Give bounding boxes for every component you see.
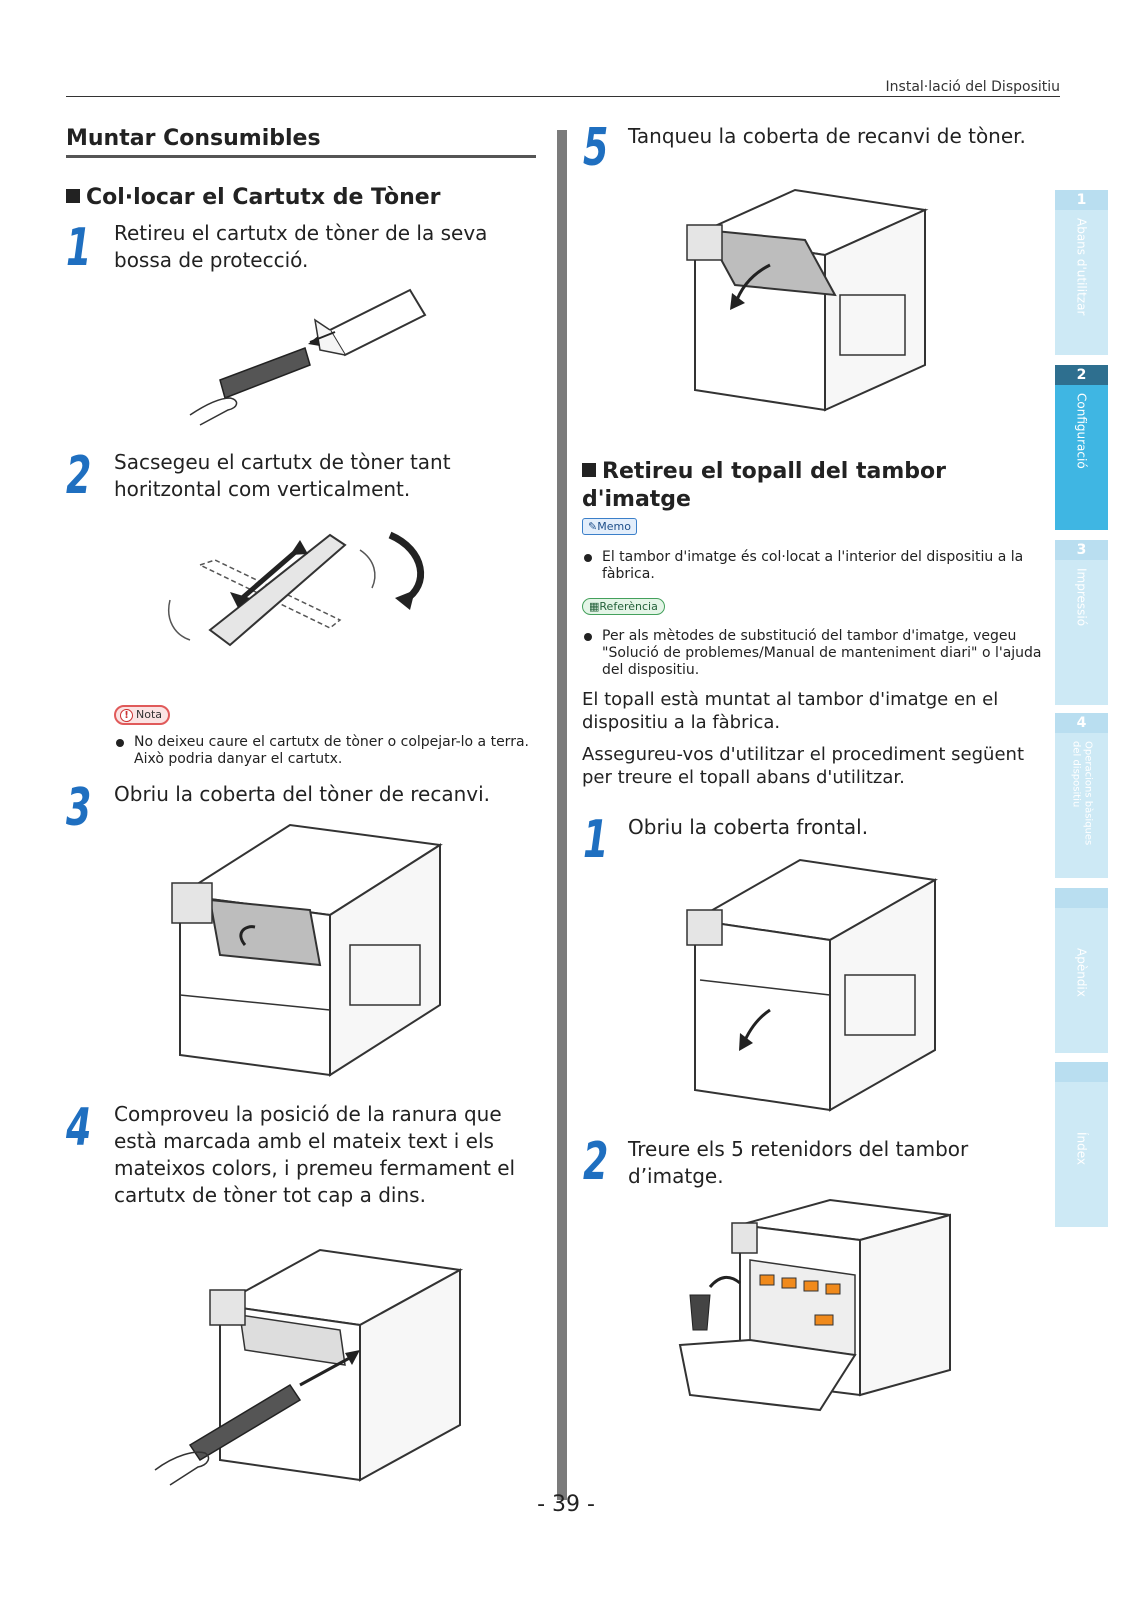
step-text: Obriu la coberta frontal. xyxy=(628,815,869,839)
step-text: Retireu el cartutx de tòner de la seva b… xyxy=(114,221,488,272)
section-rule xyxy=(66,155,536,158)
toner-unbag-illustration xyxy=(189,288,427,426)
side-tab-before-use[interactable]: 1 Abans d'utilitzar xyxy=(1055,190,1108,355)
printer-insert-toner-illustration xyxy=(154,1248,464,1486)
tab-number: 3 xyxy=(1055,540,1108,560)
square-bullet-icon xyxy=(582,463,596,477)
warning-icon: ! xyxy=(120,709,133,722)
nota-label: Nota xyxy=(136,708,163,721)
tab-label: Configuració xyxy=(1074,393,1089,469)
step-number: 1 xyxy=(583,810,609,870)
nota-badge: !Nota xyxy=(114,705,171,725)
tab-label: Apèndix xyxy=(1074,948,1089,997)
subhead-toner-text: Col·locar el Cartutx de Tòner xyxy=(86,185,441,210)
memo-label: Memo xyxy=(597,520,631,533)
tab-number xyxy=(1055,1062,1108,1082)
toner-shake-illustration xyxy=(168,531,424,647)
step-number: 1 xyxy=(66,218,92,278)
step-number: 3 xyxy=(66,778,92,838)
side-tab-appendix[interactable]: Apèndix xyxy=(1055,888,1108,1053)
tab-label: Operacions bàsiques del dispositiu xyxy=(1070,741,1094,846)
step-text: Comproveu la posició de la ranura que es… xyxy=(114,1102,516,1207)
nota-bullet: No deixeu caure el cartutx de tòner o co… xyxy=(114,734,529,768)
tab-number: 4 xyxy=(1055,713,1108,733)
book-icon: ▦ xyxy=(589,600,600,613)
paragraph-procedure: Assegureu-vos d'utilitzar el procediment… xyxy=(582,744,1025,788)
tab-label: Impressió xyxy=(1074,568,1089,627)
section-title: Muntar Consumibles xyxy=(66,126,321,151)
step-text: Sacsegeu el cartutx de tòner tant horitz… xyxy=(114,450,451,501)
step-number: 4 xyxy=(66,1098,92,1158)
subhead-drum-stopper-text: Retireu el topall del tambor d'imatge xyxy=(582,459,946,512)
page-number: - 39 - xyxy=(537,1492,595,1517)
reference-bullet: Per als mètodes de substitució del tambo… xyxy=(582,628,1044,679)
step-number: 2 xyxy=(66,446,92,506)
printer-open-front-cover-illustration xyxy=(686,858,939,1112)
running-header: Instal·lació del Dispositiu xyxy=(885,79,1060,95)
printer-close-toner-cover-illustration xyxy=(686,188,929,412)
header-rule xyxy=(66,96,1060,97)
step-text: Tanqueu la coberta de recanvi de tòner. xyxy=(628,124,1026,148)
square-bullet-icon xyxy=(66,189,80,203)
side-tab-configuration[interactable]: 2 Configuració xyxy=(1055,365,1108,530)
step-number: 2 xyxy=(583,1132,609,1192)
tab-number: 2 xyxy=(1055,365,1108,385)
memo-bullet: El tambor d'imatge és col·locat a l'inte… xyxy=(582,549,1042,583)
side-tab-printing[interactable]: 3 Impressió xyxy=(1055,540,1108,705)
column-divider xyxy=(557,130,567,1500)
pencil-icon: ✎ xyxy=(588,520,598,533)
side-tab-basic-operations[interactable]: 4 Operacions bàsiques del dispositiu xyxy=(1055,713,1108,878)
tab-number: 1 xyxy=(1055,190,1108,210)
tab-label: Índex xyxy=(1074,1132,1089,1166)
step-text: Treure els 5 retenidors del tambor d’ima… xyxy=(628,1137,969,1188)
side-tab-index[interactable]: Índex xyxy=(1055,1062,1108,1227)
step-text: Obriu la coberta del tòner de recanvi. xyxy=(114,782,491,806)
paragraph-stopper-info: El topall està muntat al tambor d'imatge… xyxy=(582,689,999,733)
printer-remove-retainers-illustration xyxy=(678,1198,951,1412)
reference-label: Referència xyxy=(599,600,658,613)
subhead-toner: Col·locar el Cartutx de Tòner xyxy=(66,184,536,212)
tab-number xyxy=(1055,888,1108,908)
tab-label: Abans d'utilitzar xyxy=(1074,218,1089,316)
step-number: 5 xyxy=(583,118,609,178)
printer-open-toner-cover-illustration xyxy=(171,823,443,1077)
reference-badge: ▦Referència xyxy=(582,598,665,615)
memo-badge: ✎Memo xyxy=(582,518,637,535)
subhead-drum-stopper: Retireu el topall del tambor d'imatge xyxy=(582,458,1002,514)
